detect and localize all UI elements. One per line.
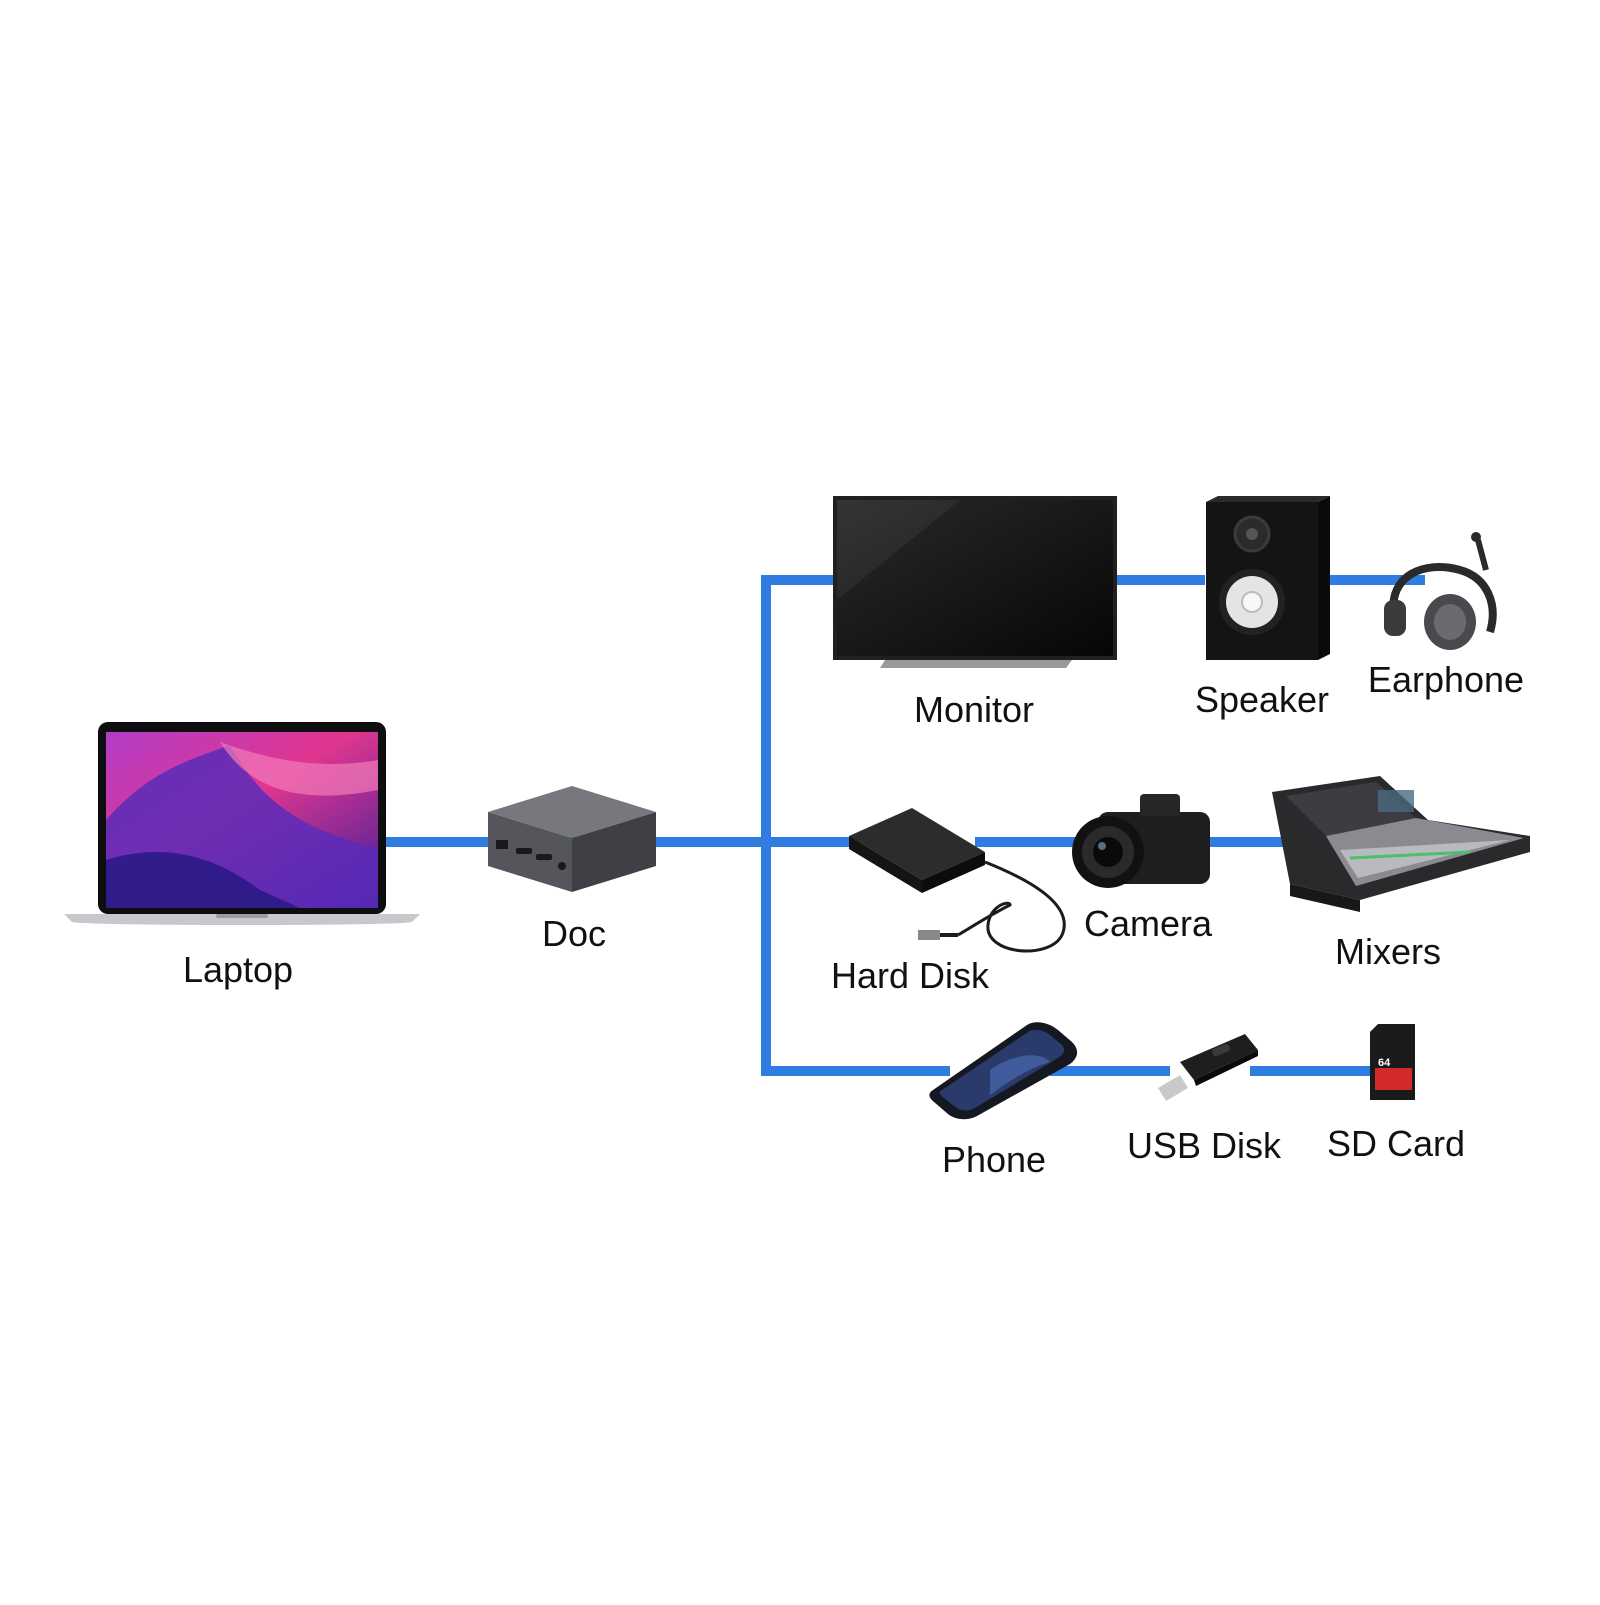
headphones-icon[interactable] [1384, 532, 1497, 650]
node-label-harddisk: Hard Disk [830, 955, 990, 996]
sd-card-icon[interactable]: 64 [1370, 1024, 1415, 1100]
mixer-console-icon[interactable] [1272, 776, 1530, 912]
node-label-sdcard: SD Card [1326, 1123, 1466, 1164]
speaker-icon[interactable] [1206, 496, 1330, 660]
usb-stick-icon[interactable] [1158, 1034, 1258, 1101]
phone-icon[interactable] [929, 1022, 1078, 1120]
node-label-mixers: Mixers [1335, 931, 1441, 972]
node-label-monitor: Monitor [913, 689, 1035, 730]
node-label-doc: Doc [541, 913, 607, 954]
laptop-icon[interactable] [64, 722, 420, 925]
camera-icon[interactable] [1072, 794, 1210, 888]
node-label-earphone: Earphone [1367, 659, 1525, 700]
hard-disk-icon[interactable] [849, 808, 1066, 953]
node-label-phone: Phone [941, 1139, 1047, 1180]
node-label-speaker: Speaker [1194, 679, 1330, 720]
node-label-camera: Camera [1083, 903, 1213, 944]
node-label-laptop: Laptop [182, 949, 294, 990]
monitor-icon[interactable] [833, 496, 1117, 668]
dock-hub-icon[interactable] [488, 786, 656, 892]
node-label-usbdisk: USB Disk [1126, 1125, 1282, 1166]
sd-card-badge: 64 [1378, 1057, 1391, 1069]
